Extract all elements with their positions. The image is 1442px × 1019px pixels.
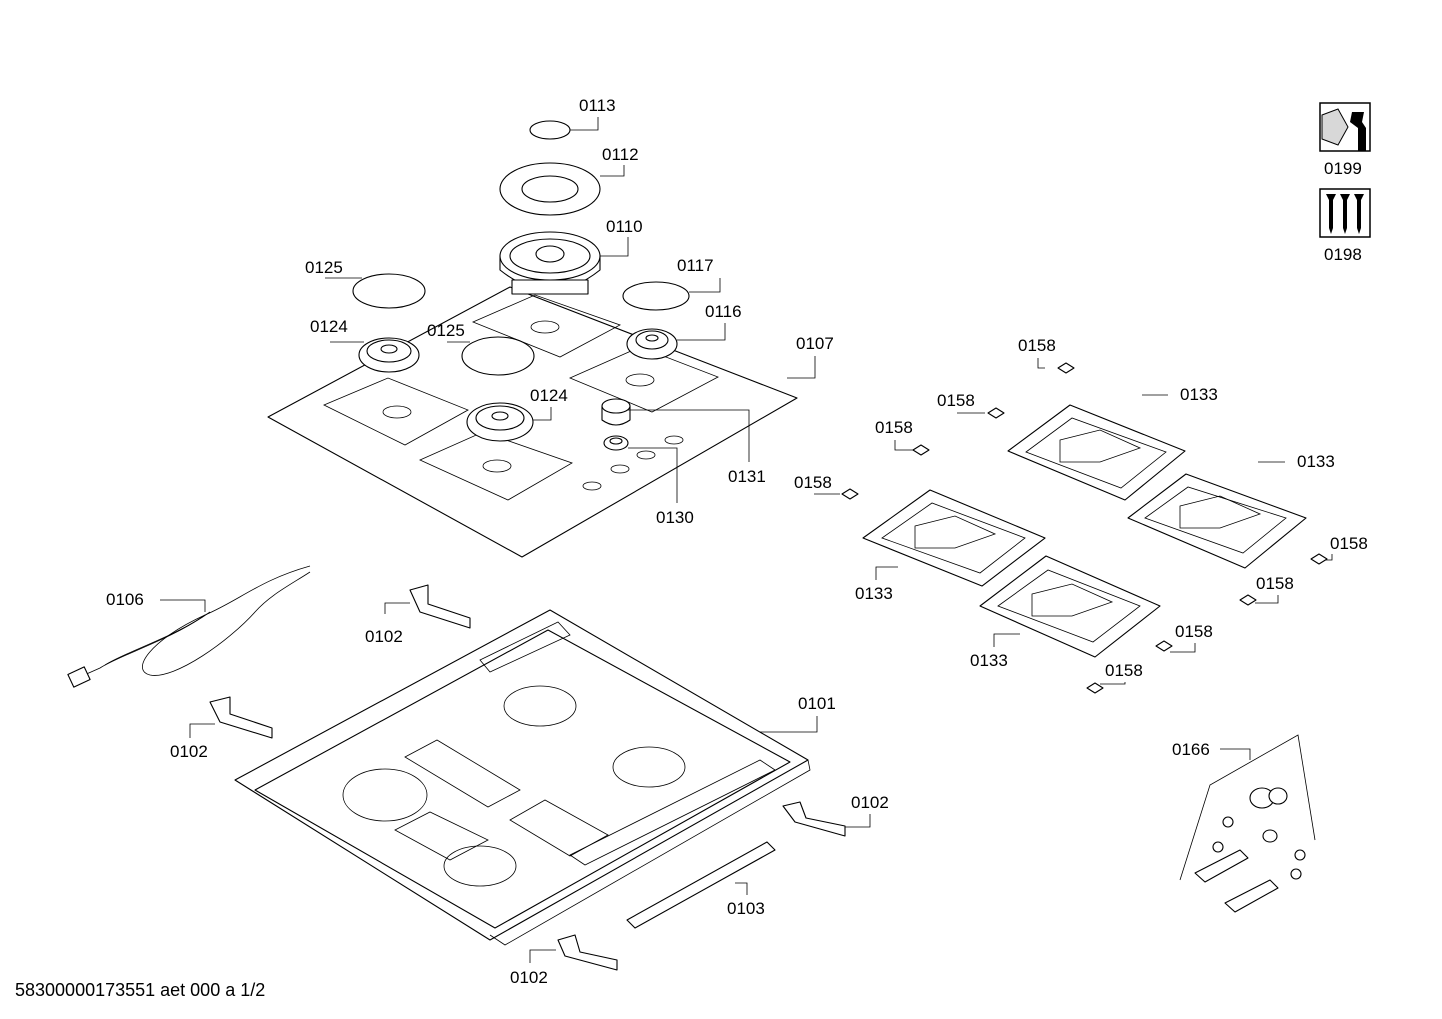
knob-seal — [603, 435, 629, 451]
label-0158-1: 0158 — [1018, 336, 1056, 355]
pan-support-front — [979, 555, 1161, 658]
label-0124-front: 0124 — [530, 386, 568, 405]
label-0112: 0112 — [602, 145, 639, 164]
burner-head-left — [358, 337, 420, 373]
label-0158-7: 0158 — [1175, 622, 1213, 641]
label-0117: 0117 — [677, 256, 714, 275]
label-0158-2: 0158 — [937, 391, 975, 410]
label-0102-back: 0102 — [365, 627, 403, 646]
label-0166: 0166 — [1172, 740, 1210, 759]
rubber-foot — [841, 362, 1328, 694]
trim-strip — [626, 841, 776, 929]
label-0198: 0198 — [1324, 245, 1362, 264]
part-labels: 0113 0112 0110 0125 0117 0124 0125 0116 … — [106, 96, 1368, 987]
label-0110: 0110 — [606, 217, 643, 236]
power-cable — [67, 565, 311, 688]
label-0107: 0107 — [796, 334, 834, 353]
label-0158-6: 0158 — [1256, 574, 1294, 593]
label-0133-front: 0133 — [970, 651, 1008, 670]
label-0133-right: 0133 — [1297, 452, 1335, 471]
burner-head-large — [499, 231, 601, 295]
pan-support-right — [1127, 473, 1307, 569]
accessory-kit — [1179, 734, 1316, 913]
label-0124-left: 0124 — [310, 317, 348, 336]
label-0102-front: 0102 — [510, 968, 548, 987]
label-0125-top: 0125 — [305, 258, 343, 277]
label-0116: 0116 — [705, 302, 742, 321]
label-0102-right: 0102 — [851, 793, 889, 812]
label-0158-4: 0158 — [794, 473, 832, 492]
label-0133-left: 0133 — [855, 584, 893, 603]
mounting-clamp — [209, 584, 846, 971]
leader-lines — [160, 117, 1333, 963]
label-0131: 0131 — [728, 467, 766, 486]
label-0125-middle: 0125 — [427, 321, 465, 340]
label-0158-8: 0158 — [1105, 661, 1143, 680]
burner-cap-small — [529, 120, 571, 140]
label-0199: 0199 — [1324, 159, 1362, 178]
label-0102-left: 0102 — [170, 742, 208, 761]
label-0106: 0106 — [106, 590, 144, 609]
label-0158-5: 0158 — [1330, 534, 1368, 553]
label-0133-back: 0133 — [1180, 385, 1218, 404]
burner-ring-outer — [499, 162, 601, 216]
burner-cap-left — [352, 273, 426, 309]
label-0103: 0103 — [727, 899, 765, 918]
screws-icon — [1319, 188, 1371, 238]
wrench-nut-icon — [1319, 102, 1371, 152]
burner-cap-right — [622, 281, 690, 311]
document-footer: 58300000173551 aet 000 a 1/2 — [15, 980, 266, 1000]
burner-cap-middle — [461, 336, 535, 376]
label-0101: 0101 — [798, 694, 836, 713]
label-0130: 0130 — [656, 508, 694, 527]
label-0158-3: 0158 — [875, 418, 913, 437]
label-0113: 0113 — [579, 96, 616, 115]
pan-support-back — [1007, 404, 1186, 501]
bottom-tray — [234, 609, 811, 946]
pan-support-left — [862, 489, 1046, 587]
burner-head-front — [466, 402, 534, 442]
control-knob — [601, 398, 631, 426]
burner-head-small — [626, 328, 678, 360]
